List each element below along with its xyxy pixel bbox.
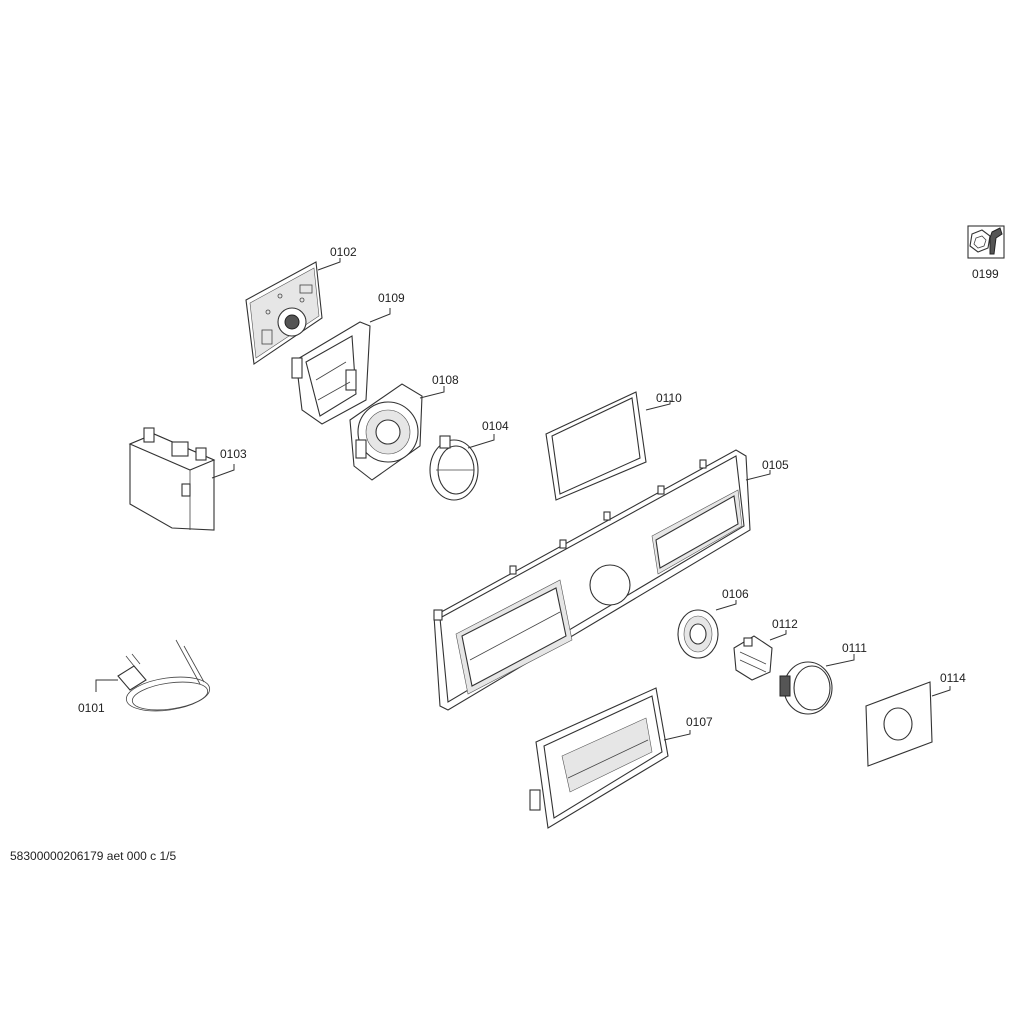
label-0111[interactable]: 0111 <box>842 641 867 655</box>
leader-0101 <box>95 679 118 692</box>
label-0105[interactable]: 0105 <box>762 458 789 472</box>
wrench-nut-icon[interactable] <box>967 225 1005 259</box>
leader-0102 <box>317 258 341 271</box>
label-0199[interactable]: 0199 <box>972 267 999 281</box>
label-0103[interactable]: 0103 <box>220 447 247 461</box>
leader-0114 <box>931 686 951 697</box>
leader-0103 <box>211 464 235 479</box>
part-0104-ring[interactable] <box>429 435 479 501</box>
part-0107-drawer-handle[interactable] <box>529 687 669 829</box>
label-0112[interactable]: 0112 <box>772 617 798 631</box>
document-reference: 58300000206179 aet 000 c 1/5 <box>10 849 177 863</box>
part-0101-mains-cable[interactable] <box>117 639 212 716</box>
label-0109[interactable]: 0109 <box>378 291 405 305</box>
leader-0106 <box>715 600 737 611</box>
part-0109-bracket[interactable] <box>291 321 371 425</box>
part-0110-cover[interactable] <box>545 391 647 501</box>
leader-0109 <box>369 308 391 323</box>
part-0102-pcb[interactable] <box>245 261 323 365</box>
part-0114-decal[interactable] <box>865 681 933 767</box>
leader-0108 <box>419 386 445 399</box>
label-0110[interactable]: 0110 <box>656 391 682 405</box>
label-0101[interactable]: 0101 <box>78 701 105 715</box>
label-0102[interactable]: 0102 <box>330 245 357 259</box>
label-0106[interactable]: 0106 <box>722 587 749 601</box>
leader-0104 <box>467 434 495 449</box>
label-0104[interactable]: 0104 <box>482 419 509 433</box>
part-0111-knob[interactable] <box>779 661 833 715</box>
part-0103-box[interactable] <box>128 427 216 531</box>
leader-0107 <box>663 730 691 741</box>
leader-0112 <box>769 630 787 641</box>
part-0106-knob-ring[interactable] <box>677 609 719 659</box>
leader-0105 <box>745 470 771 481</box>
label-0108[interactable]: 0108 <box>432 373 459 387</box>
label-0114[interactable]: 0114 <box>940 671 966 685</box>
label-0107[interactable]: 0107 <box>686 715 713 729</box>
part-0112-encoder[interactable] <box>733 635 773 681</box>
part-0108-knob-housing[interactable] <box>349 383 423 481</box>
part-0105-control-panel[interactable] <box>433 449 751 711</box>
leader-0110 <box>645 400 671 411</box>
leader-0111 <box>825 654 855 667</box>
